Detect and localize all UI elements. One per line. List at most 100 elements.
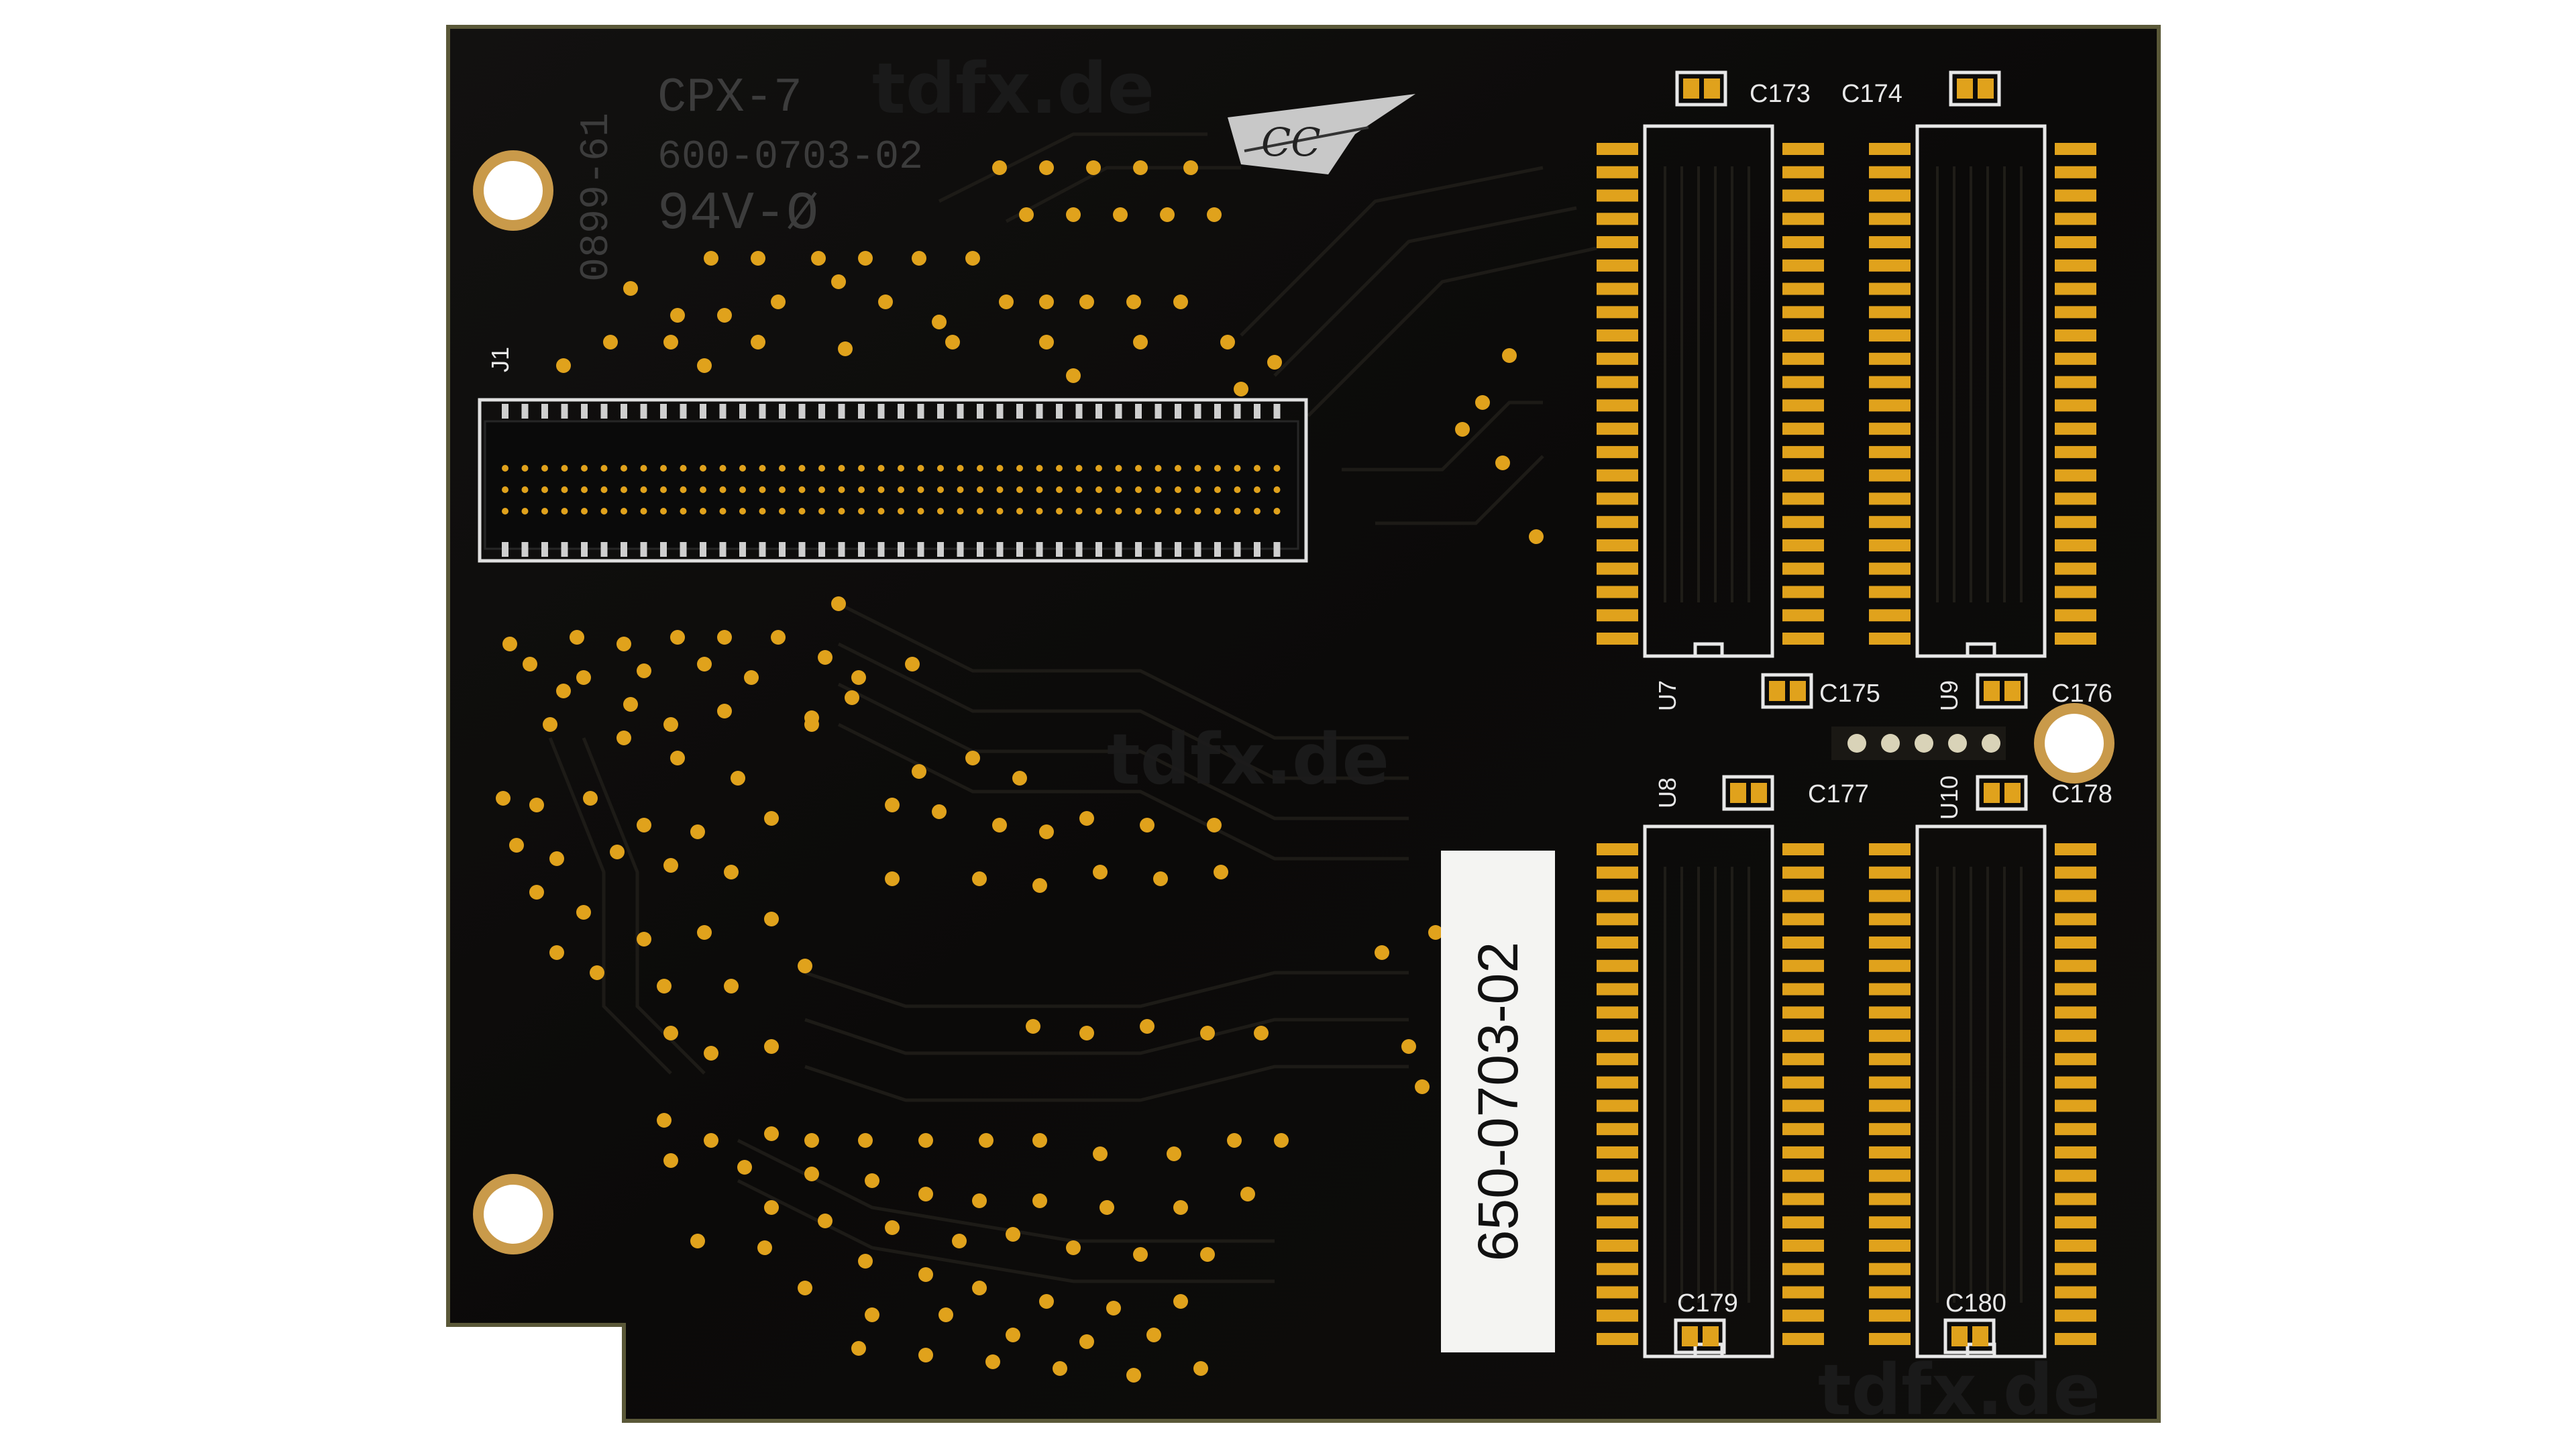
connector-pin	[1135, 404, 1142, 419]
connector-pin	[798, 486, 806, 493]
chip-pad	[1869, 166, 1911, 178]
chip-pad	[1597, 329, 1638, 342]
gold-via	[583, 791, 598, 806]
chip-pad	[1597, 306, 1638, 319]
gold-via	[858, 1254, 873, 1269]
gold-via	[509, 838, 524, 853]
gold-via	[1019, 207, 1034, 222]
gold-via	[851, 670, 866, 685]
connector-pin	[1075, 465, 1083, 472]
chip-pad	[1597, 213, 1638, 225]
chip-pad	[1597, 492, 1638, 505]
connector-pin	[1056, 486, 1063, 493]
board-flammability-rating: 94V-Ø	[657, 184, 818, 245]
connector-pin	[600, 508, 608, 515]
chip-pad	[1869, 1239, 1911, 1252]
chip-pad	[1782, 399, 1824, 412]
connector-pin	[719, 486, 727, 493]
connector-pin	[502, 465, 508, 472]
gold-via	[603, 335, 618, 350]
chip-label-u8: U8	[1654, 777, 1681, 808]
gold-via	[764, 912, 779, 926]
gold-via	[918, 1348, 933, 1362]
chip-pad	[1597, 1169, 1638, 1182]
chip-pad	[1869, 1076, 1911, 1089]
connector-pin	[957, 465, 964, 472]
chip-pad	[2055, 329, 2096, 342]
connector-pin	[1273, 508, 1281, 515]
chip-pad	[2055, 913, 2096, 926]
connector-pin	[640, 542, 647, 557]
gold-via	[1026, 1019, 1040, 1034]
gold-via	[811, 251, 826, 266]
connector-pin	[1214, 404, 1221, 419]
gold-via	[992, 160, 1007, 175]
gold-via	[1140, 818, 1155, 833]
connector-pin	[1194, 465, 1201, 472]
chip-pad	[2055, 866, 2096, 879]
gold-via	[1173, 1200, 1188, 1215]
gold-via	[1529, 529, 1544, 544]
gold-via	[637, 818, 651, 833]
chip-pad	[1597, 166, 1638, 178]
connector-pin	[660, 404, 667, 419]
chip-pad	[2055, 469, 2096, 482]
gold-via	[1133, 160, 1148, 175]
chip-pad	[1869, 936, 1911, 949]
connector-pin	[1254, 404, 1260, 419]
connector-pin	[640, 486, 647, 493]
chip-pad	[1782, 1263, 1824, 1275]
connector-pin	[917, 486, 924, 493]
chip-pad	[2055, 1076, 2096, 1089]
gold-via	[985, 1354, 1000, 1369]
gold-via	[1079, 811, 1094, 826]
chip-pad	[1869, 1333, 1911, 1345]
chip-pad	[2055, 843, 2096, 855]
chip-pad	[2055, 445, 2096, 458]
chip-pad	[2055, 1263, 2096, 1275]
connector-pin	[1095, 542, 1102, 557]
connector-pin	[917, 404, 924, 419]
chip-pad	[1597, 1239, 1638, 1252]
connector-pin	[1075, 404, 1083, 419]
gold-via	[663, 1153, 678, 1168]
connector-pin	[680, 486, 687, 493]
watermark-bottom: tdfx.de	[1818, 1349, 2100, 1431]
chip-pad	[1869, 1146, 1911, 1159]
connector-pin	[1016, 542, 1023, 557]
gold-via	[912, 764, 926, 779]
gold-via	[670, 751, 685, 765]
chip-pad	[1869, 1006, 1911, 1019]
gold-via	[764, 1039, 779, 1054]
connector-pin	[621, 542, 627, 557]
gold-via	[1039, 1294, 1054, 1309]
part-number-sticker: 650-0703-02	[1441, 851, 1555, 1352]
connector-pin	[1135, 542, 1142, 557]
connector-pin	[521, 542, 529, 557]
chip-pad	[2055, 423, 2096, 435]
gold-via	[657, 1113, 672, 1128]
connector-pin	[1194, 508, 1201, 515]
gold-via	[905, 657, 920, 672]
connector-pin	[937, 542, 944, 557]
chip-pad	[2055, 1146, 2096, 1159]
connector-pin	[600, 542, 608, 557]
connector-pin	[818, 508, 825, 515]
connector-pin	[739, 508, 746, 515]
connector-pin	[739, 486, 746, 493]
gold-via	[1093, 1146, 1108, 1161]
gold-via	[570, 630, 584, 645]
chip-pad	[2055, 609, 2096, 622]
gold-via	[1113, 207, 1128, 222]
connector-pin	[621, 404, 627, 419]
connector-pin	[779, 465, 786, 472]
gold-via	[851, 1341, 866, 1356]
chip-pad	[1597, 1286, 1638, 1299]
connector-pin	[818, 542, 825, 557]
gold-via	[1153, 871, 1168, 886]
chip-pad	[1597, 445, 1638, 458]
connector-pin	[977, 465, 983, 472]
chip-pad	[1782, 306, 1824, 319]
connector-pin	[581, 542, 588, 557]
chip-pad	[1597, 1216, 1638, 1229]
